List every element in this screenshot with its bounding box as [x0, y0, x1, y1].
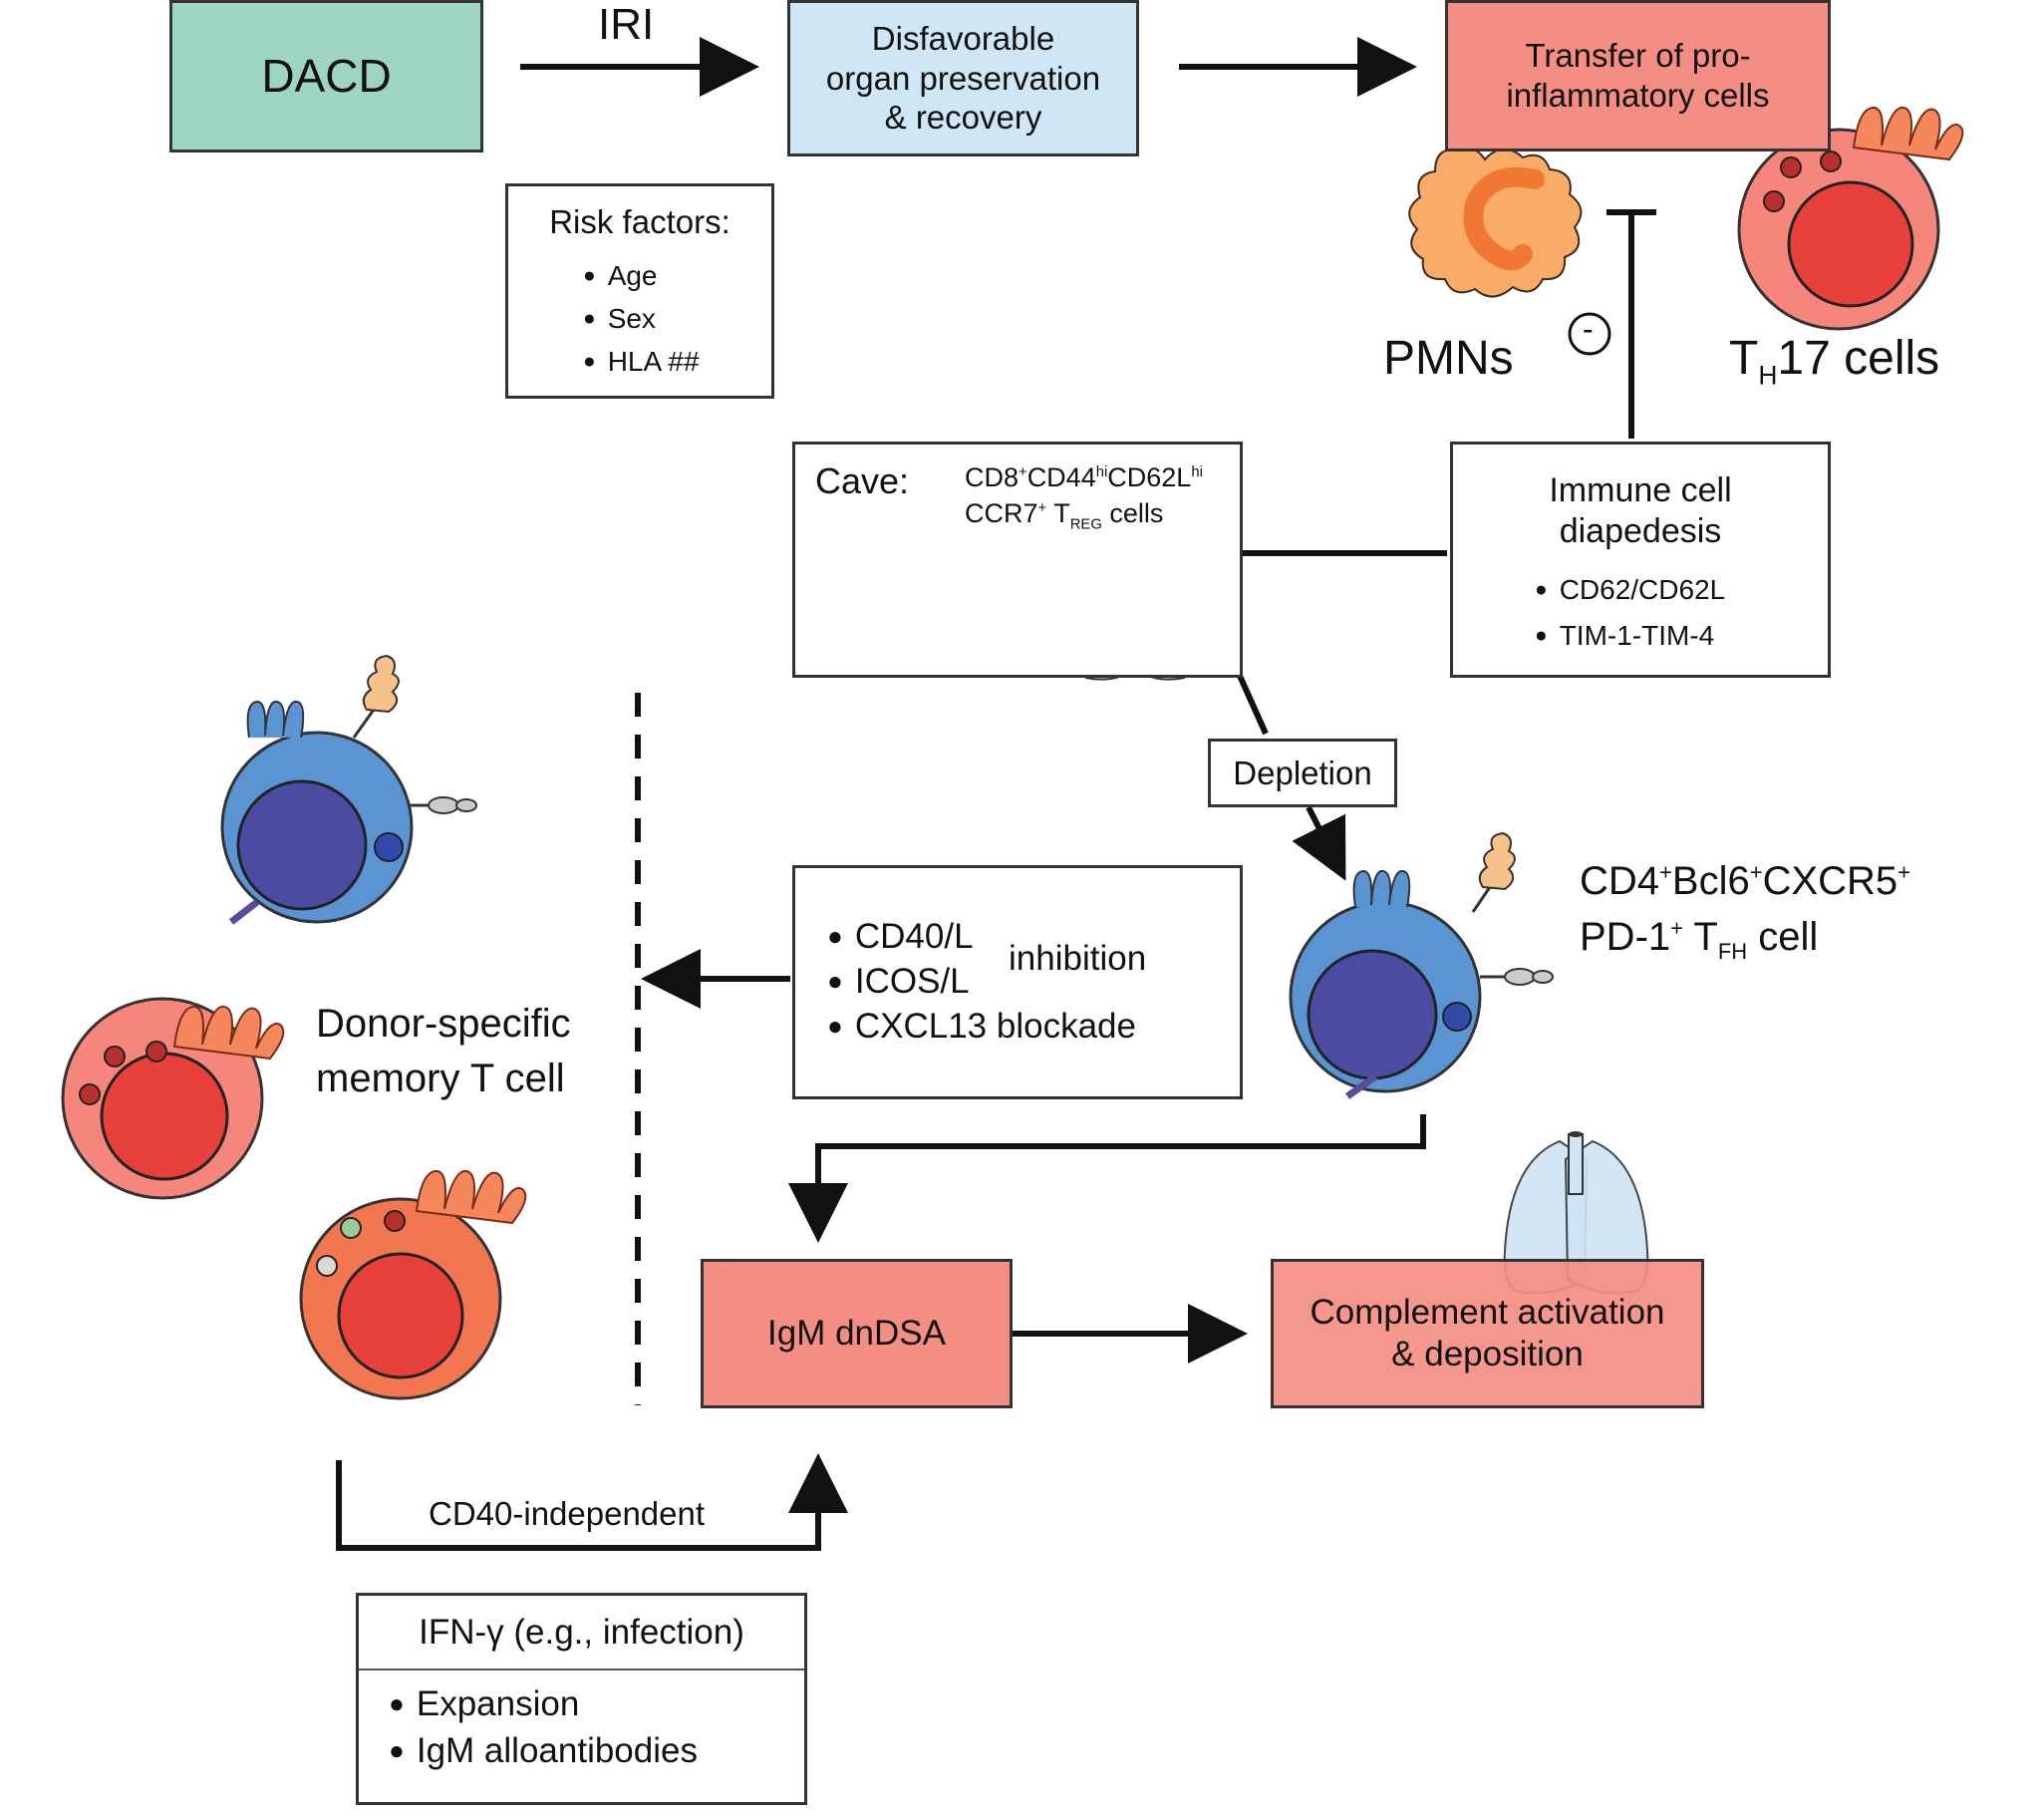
tfh-cxcr5-sup: + — [1897, 859, 1911, 885]
transfer-line-2: inflammatory cells — [1506, 77, 1770, 114]
complement-line-2: & deposition — [1391, 1335, 1584, 1373]
memory-t-cell-red-icon — [61, 997, 285, 1200]
cave-cd44-sup: hi — [1095, 464, 1108, 480]
diapedesis-line-2: diapedesis — [1559, 511, 1722, 550]
cave-treg-sub: REG — [1069, 516, 1102, 533]
diapedesis-item-cd62: CD62/CD62L — [1535, 574, 1726, 606]
tfh-label-line-1: CD4+Bcl6+CXCR5+ — [1580, 859, 1910, 904]
arrow-tfh-to-igm — [788, 1114, 1426, 1243]
inhibition-item-icos: ICOS/L — [827, 962, 970, 1002]
inhibition-item-cxcl13: CXCL13 blockade — [827, 1007, 1136, 1047]
cave-cd62l-sup: hi — [1191, 464, 1203, 480]
preservation-box: Disfavorable organ preservation & recove… — [787, 0, 1139, 156]
cave-box — [792, 442, 1243, 678]
cave-ccr7-sup: + — [1037, 500, 1047, 516]
cd40-independent-label: CD40-independent — [429, 1495, 706, 1532]
tfh-cell: cell — [1747, 915, 1819, 959]
th17-sub: H — [1758, 360, 1778, 391]
arrow-cd40-independent — [336, 1453, 848, 1551]
tfh-bcl6: Bcl6 — [1671, 859, 1750, 903]
cave-cd8: CD8 — [965, 462, 1020, 492]
arrow-depletion-to-tfh — [1292, 805, 1346, 881]
tfh-fh-sub: FH — [1717, 939, 1748, 964]
risk-item-hla: HLA ## — [583, 346, 700, 378]
depletion-box: Depletion — [1208, 739, 1397, 807]
minus-label: - — [1583, 311, 1594, 347]
cave-ccr7: CCR7 — [965, 498, 1038, 528]
iri-label: IRI — [598, 0, 655, 49]
transfer-line-1: Transfer of pro- — [1525, 37, 1751, 75]
complement-line-1: Complement activation — [1310, 1293, 1665, 1332]
inhibition-side-label: inhibition — [1009, 939, 1147, 978]
risk-factors-title: Risk factors: — [549, 203, 730, 240]
tfh-label-line-2: PD-1+ TFH cell — [1580, 915, 1818, 965]
cave-title: Cave: — [815, 460, 910, 501]
risk-item-age: Age — [583, 260, 658, 292]
minus-circle — [1568, 312, 1611, 356]
cave-cd8-sup: + — [1019, 464, 1027, 480]
memory-label-line-1: Donor-specific — [316, 1002, 571, 1046]
dacd-box: DACD — [169, 0, 483, 152]
complement-box: Complement activation & deposition — [1271, 1259, 1704, 1408]
igm-dndsa-label: IgM dnDSA — [767, 1314, 946, 1353]
dacd-label: DACD — [261, 49, 392, 102]
cave-cd44: CD44 — [1026, 462, 1096, 492]
pmns-label: PMNs — [1383, 332, 1514, 385]
th17-suffix: 17 cells — [1777, 332, 1940, 385]
diapedesis-line-1: Immune cell — [1549, 471, 1732, 509]
th17-cell-icon — [1737, 106, 1964, 331]
tfh-bcl6-sup: + — [1749, 859, 1763, 885]
diapedesis-item-tim: TIM-1-TIM-4 — [1535, 620, 1715, 652]
th17-label: TH17 cells — [1729, 331, 1939, 392]
cave-markers-line-2: CCR7+ TREG cells — [965, 498, 1163, 532]
tfh-cell-icon — [1289, 831, 1554, 1099]
preservation-line-1: Disfavorable — [871, 20, 1055, 58]
tfh-t: T — [1683, 915, 1718, 959]
cave-t: T — [1046, 498, 1070, 528]
ifn-item-expansion: Expansion — [389, 1684, 579, 1724]
depletion-label: Depletion — [1233, 754, 1372, 791]
tfh-pd1-sup: + — [1670, 915, 1683, 941]
cave-cd62l: CD62L — [1107, 462, 1192, 492]
preservation-line-3: & recovery — [884, 99, 1042, 137]
igm-dndsa-box: IgM dnDSA — [701, 1259, 1013, 1408]
th17-prefix: T — [1729, 332, 1759, 385]
tfh-pd1: PD-1 — [1580, 915, 1671, 959]
tfh-cd4-sup: + — [1659, 859, 1672, 885]
transfer-box: Transfer of pro- inflammatory cells — [1445, 0, 1831, 152]
inhibition-item-cd40: CD40/L — [827, 917, 974, 957]
memory-t-cell-blue-icon — [220, 654, 477, 925]
tfh-cd4: CD4 — [1580, 859, 1660, 903]
memory-t-cell-orange-icon — [299, 1169, 527, 1400]
pmn-cell-icon — [1408, 146, 1583, 298]
risk-item-sex: Sex — [583, 303, 656, 335]
preservation-line-2: organ preservation — [825, 59, 1101, 97]
tfh-cxcr5: CXCR5 — [1762, 859, 1898, 903]
memory-label-line-2: memory T cell — [316, 1057, 565, 1100]
cave-cells: cells — [1101, 498, 1164, 528]
cave-markers-line-1: CD8+CD44hiCD62Lhi — [965, 462, 1203, 493]
arrow-to-depletion-top — [1237, 674, 1269, 736]
ifn-item-igm: IgM alloantibodies — [389, 1731, 698, 1771]
ifn-gamma-title: IFN-γ (e.g., infection) — [359, 1596, 804, 1670]
